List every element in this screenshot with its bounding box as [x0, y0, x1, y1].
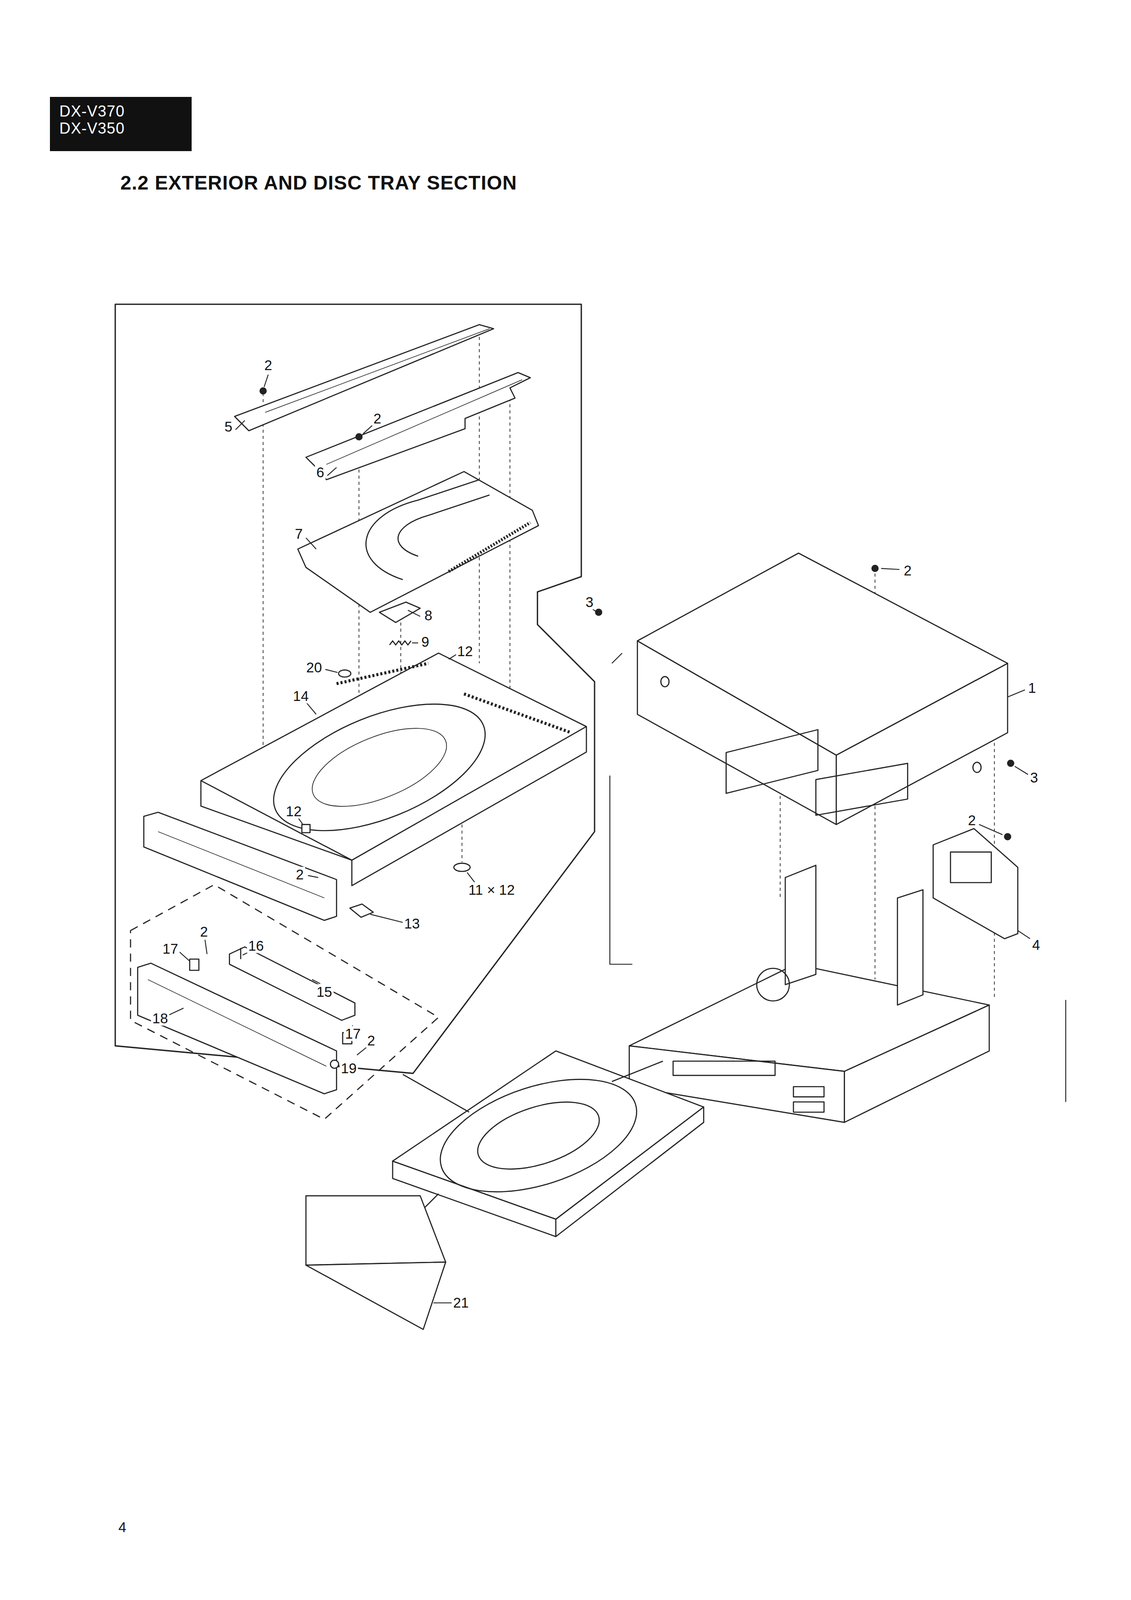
callout-number: 3 — [1028, 769, 1040, 785]
section-title: 2.2 EXTERIOR AND DISC TRAY SECTION — [120, 171, 517, 195]
tray-cover — [297, 471, 539, 613]
callout-number: 7 — [293, 525, 304, 541]
rear-plate-window — [950, 851, 992, 883]
callout-number: 1 — [1026, 679, 1038, 695]
screw — [355, 433, 362, 440]
callout-number: 3 — [584, 594, 595, 610]
callout-number: 2 — [966, 812, 977, 828]
callout-number: 2 — [198, 923, 210, 939]
screw — [1004, 833, 1011, 840]
leader-lines — [168, 374, 1030, 1303]
model-name: DX-V370 DX-V350 — [59, 102, 141, 138]
rear-plate — [932, 828, 1018, 939]
callout-number: 20 — [305, 659, 324, 675]
callout-number: 17 — [343, 1025, 362, 1041]
spring-pin — [330, 1059, 339, 1068]
rack — [448, 522, 531, 572]
callout-number: 19 — [339, 1060, 359, 1076]
callout-number: 15 — [315, 983, 334, 999]
callout-number: 13 — [402, 915, 422, 931]
callout-number: 21 — [451, 1294, 471, 1310]
callout-number: 16 — [246, 938, 266, 954]
page-number: 4 — [117, 1519, 128, 1535]
unit-wall — [897, 889, 924, 1005]
callout-number: 14 — [291, 687, 311, 703]
rail — [306, 372, 531, 480]
cushion — [453, 862, 470, 872]
assembly-line — [402, 1074, 470, 1112]
tray-front — [143, 812, 337, 921]
screw — [1007, 760, 1014, 767]
protect-sheet — [306, 1195, 446, 1265]
tray-face — [137, 962, 337, 1094]
button — [793, 1086, 825, 1097]
subassembly-outline — [130, 884, 439, 1120]
callout-number: 5 — [223, 418, 234, 434]
tray-front-edge — [157, 831, 324, 898]
washer — [338, 669, 351, 677]
callout-number: 18 — [151, 1010, 170, 1026]
disc-recess — [256, 677, 503, 857]
callout-number: 2 — [262, 357, 274, 373]
screw — [595, 609, 602, 616]
rail-detail — [326, 379, 523, 465]
rack — [336, 663, 572, 733]
clip — [301, 824, 310, 833]
disc-recess — [469, 1088, 608, 1183]
callout-number: 6 — [314, 464, 326, 480]
hole — [660, 676, 669, 687]
callout-number: 2 — [366, 1032, 377, 1048]
assembly-line — [612, 1061, 663, 1082]
callout-number: 17 — [161, 941, 180, 957]
unit-wall — [785, 865, 817, 985]
callout-number: 2 — [902, 562, 913, 578]
cabinet-top — [637, 553, 1008, 755]
model-badge: DX-V370 DX-V350 — [49, 96, 192, 152]
spring — [389, 640, 412, 645]
disc-tray-side — [555, 1106, 704, 1236]
protect-sheet — [306, 1261, 446, 1330]
callout-number: 2 — [294, 866, 305, 882]
screw — [259, 387, 266, 394]
callout-number: 2 — [372, 410, 383, 426]
callout-number: 9 — [419, 634, 431, 650]
sheet — [349, 903, 374, 918]
tray-cover-detail — [366, 479, 480, 580]
tray-cover-detail — [398, 495, 490, 557]
button — [793, 1101, 825, 1112]
bracket — [189, 959, 199, 971]
inset-outlines — [609, 652, 1066, 1102]
tray-face-edge — [147, 979, 327, 1067]
callout-number: 12 — [284, 803, 304, 819]
disc-recess — [301, 711, 458, 823]
spring-pin — [240, 947, 242, 959]
hole — [973, 762, 982, 773]
inset-outline — [115, 304, 595, 1074]
mechanism — [725, 729, 818, 793]
screw — [871, 565, 878, 572]
lever — [379, 601, 421, 623]
display-window — [673, 1061, 776, 1076]
callout-number: 8 — [422, 607, 434, 623]
mechanism — [816, 763, 908, 816]
disc-recess — [426, 1057, 651, 1214]
callout-number: 11 × 12 — [466, 881, 516, 897]
callout-number: 4 — [1031, 936, 1042, 952]
tray-chassis-edge — [201, 726, 587, 860]
unit-side — [844, 1004, 990, 1123]
callout-number: 12 — [455, 643, 475, 659]
spindle — [756, 967, 790, 1001]
